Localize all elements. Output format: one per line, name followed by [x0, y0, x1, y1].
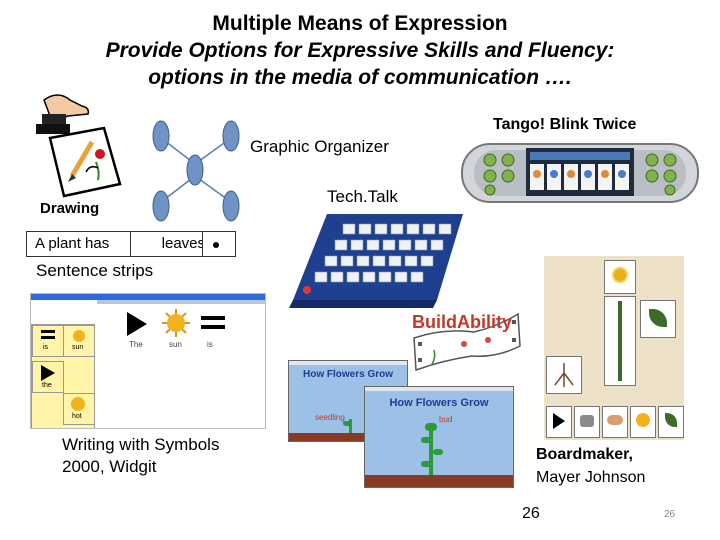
slide-1-seedling-stem [349, 419, 352, 433]
sentence-strip-box-3 [202, 231, 236, 257]
boardmaker-card-leaf [640, 300, 676, 338]
boardmaker-image [544, 256, 684, 440]
wws-grid-cell-sun: sun [63, 325, 95, 357]
boardmaker-card-sunflower [604, 260, 636, 294]
tango-label: Tango! Blink Twice [493, 116, 637, 133]
slide-1-soil [289, 433, 407, 441]
boardmaker-caption: Boardmaker, Mayer Johnson [536, 446, 646, 486]
slide-1-caption: seedling [315, 413, 345, 422]
techtalk-label: Tech.Talk [327, 187, 398, 206]
slide-title: Multiple Means of Expression Provide Opt… [0, 10, 720, 91]
title-line-3: options in the media of communication …. [148, 66, 572, 89]
wws-title-bar [31, 294, 265, 300]
wws-word-sun: sun [169, 340, 182, 349]
wws-grid-cell-is: is [32, 325, 64, 357]
page-number-large: 26 [522, 505, 540, 522]
slide-2-bud [425, 423, 437, 431]
drawing-clipart [36, 94, 122, 198]
title-line-1: Multiple Means of Expression [212, 12, 508, 35]
boardmaker-card-stem [604, 296, 636, 386]
wws-menu-bar [97, 300, 265, 304]
slide-2-soil [365, 475, 513, 487]
sentence-strip-box-1: A plant has [26, 231, 140, 257]
slide-2-caption: bud [439, 415, 453, 424]
graphic-organizer-diagram [152, 120, 240, 222]
wws-word-is: is [207, 340, 213, 349]
wws-word-the: The [129, 340, 143, 349]
graphic-organizer-label: Graphic Organizer [250, 137, 389, 156]
boardmaker-bottom-row [544, 404, 684, 440]
slide-2-title: How Flowers Grow [389, 397, 489, 409]
buildability-logo: BuildAbility [412, 312, 521, 372]
writing-with-symbols-caption: Writing with Symbols 2000, Widgit [62, 435, 220, 476]
writing-with-symbols-screenshot: is sun the hot The sun is [30, 293, 266, 429]
techtalk-device-image [289, 214, 463, 308]
buildability-logo-text: BuildAbility [412, 312, 512, 332]
wws-equals-symbol-bottom [201, 325, 225, 329]
slide-2-stem [429, 429, 433, 475]
tango-device-image [461, 143, 699, 203]
period-dot [213, 242, 219, 248]
sentence-strips-label: Sentence strips [36, 261, 154, 280]
wws-grid-cell-the: the [32, 361, 64, 393]
buildability-slide-2: How Flowers Grow bud [364, 386, 514, 488]
wws-sun-symbol [162, 309, 190, 337]
page-number-small: 26 [664, 509, 676, 520]
wws-equals-symbol-top [201, 316, 225, 320]
slide-1-title: How Flowers Grow [302, 369, 393, 380]
wws-symbol-grid: is sun the hot [31, 324, 95, 428]
title-line-2: Provide Options for Expressive Skills an… [105, 39, 615, 62]
wws-play-symbol [127, 312, 147, 336]
boardmaker-card-roots [546, 356, 582, 394]
drawing-label: Drawing [40, 200, 100, 217]
wws-grid-cell-hot: hot [63, 393, 95, 425]
slide-1-seedling-leaf [343, 421, 351, 426]
